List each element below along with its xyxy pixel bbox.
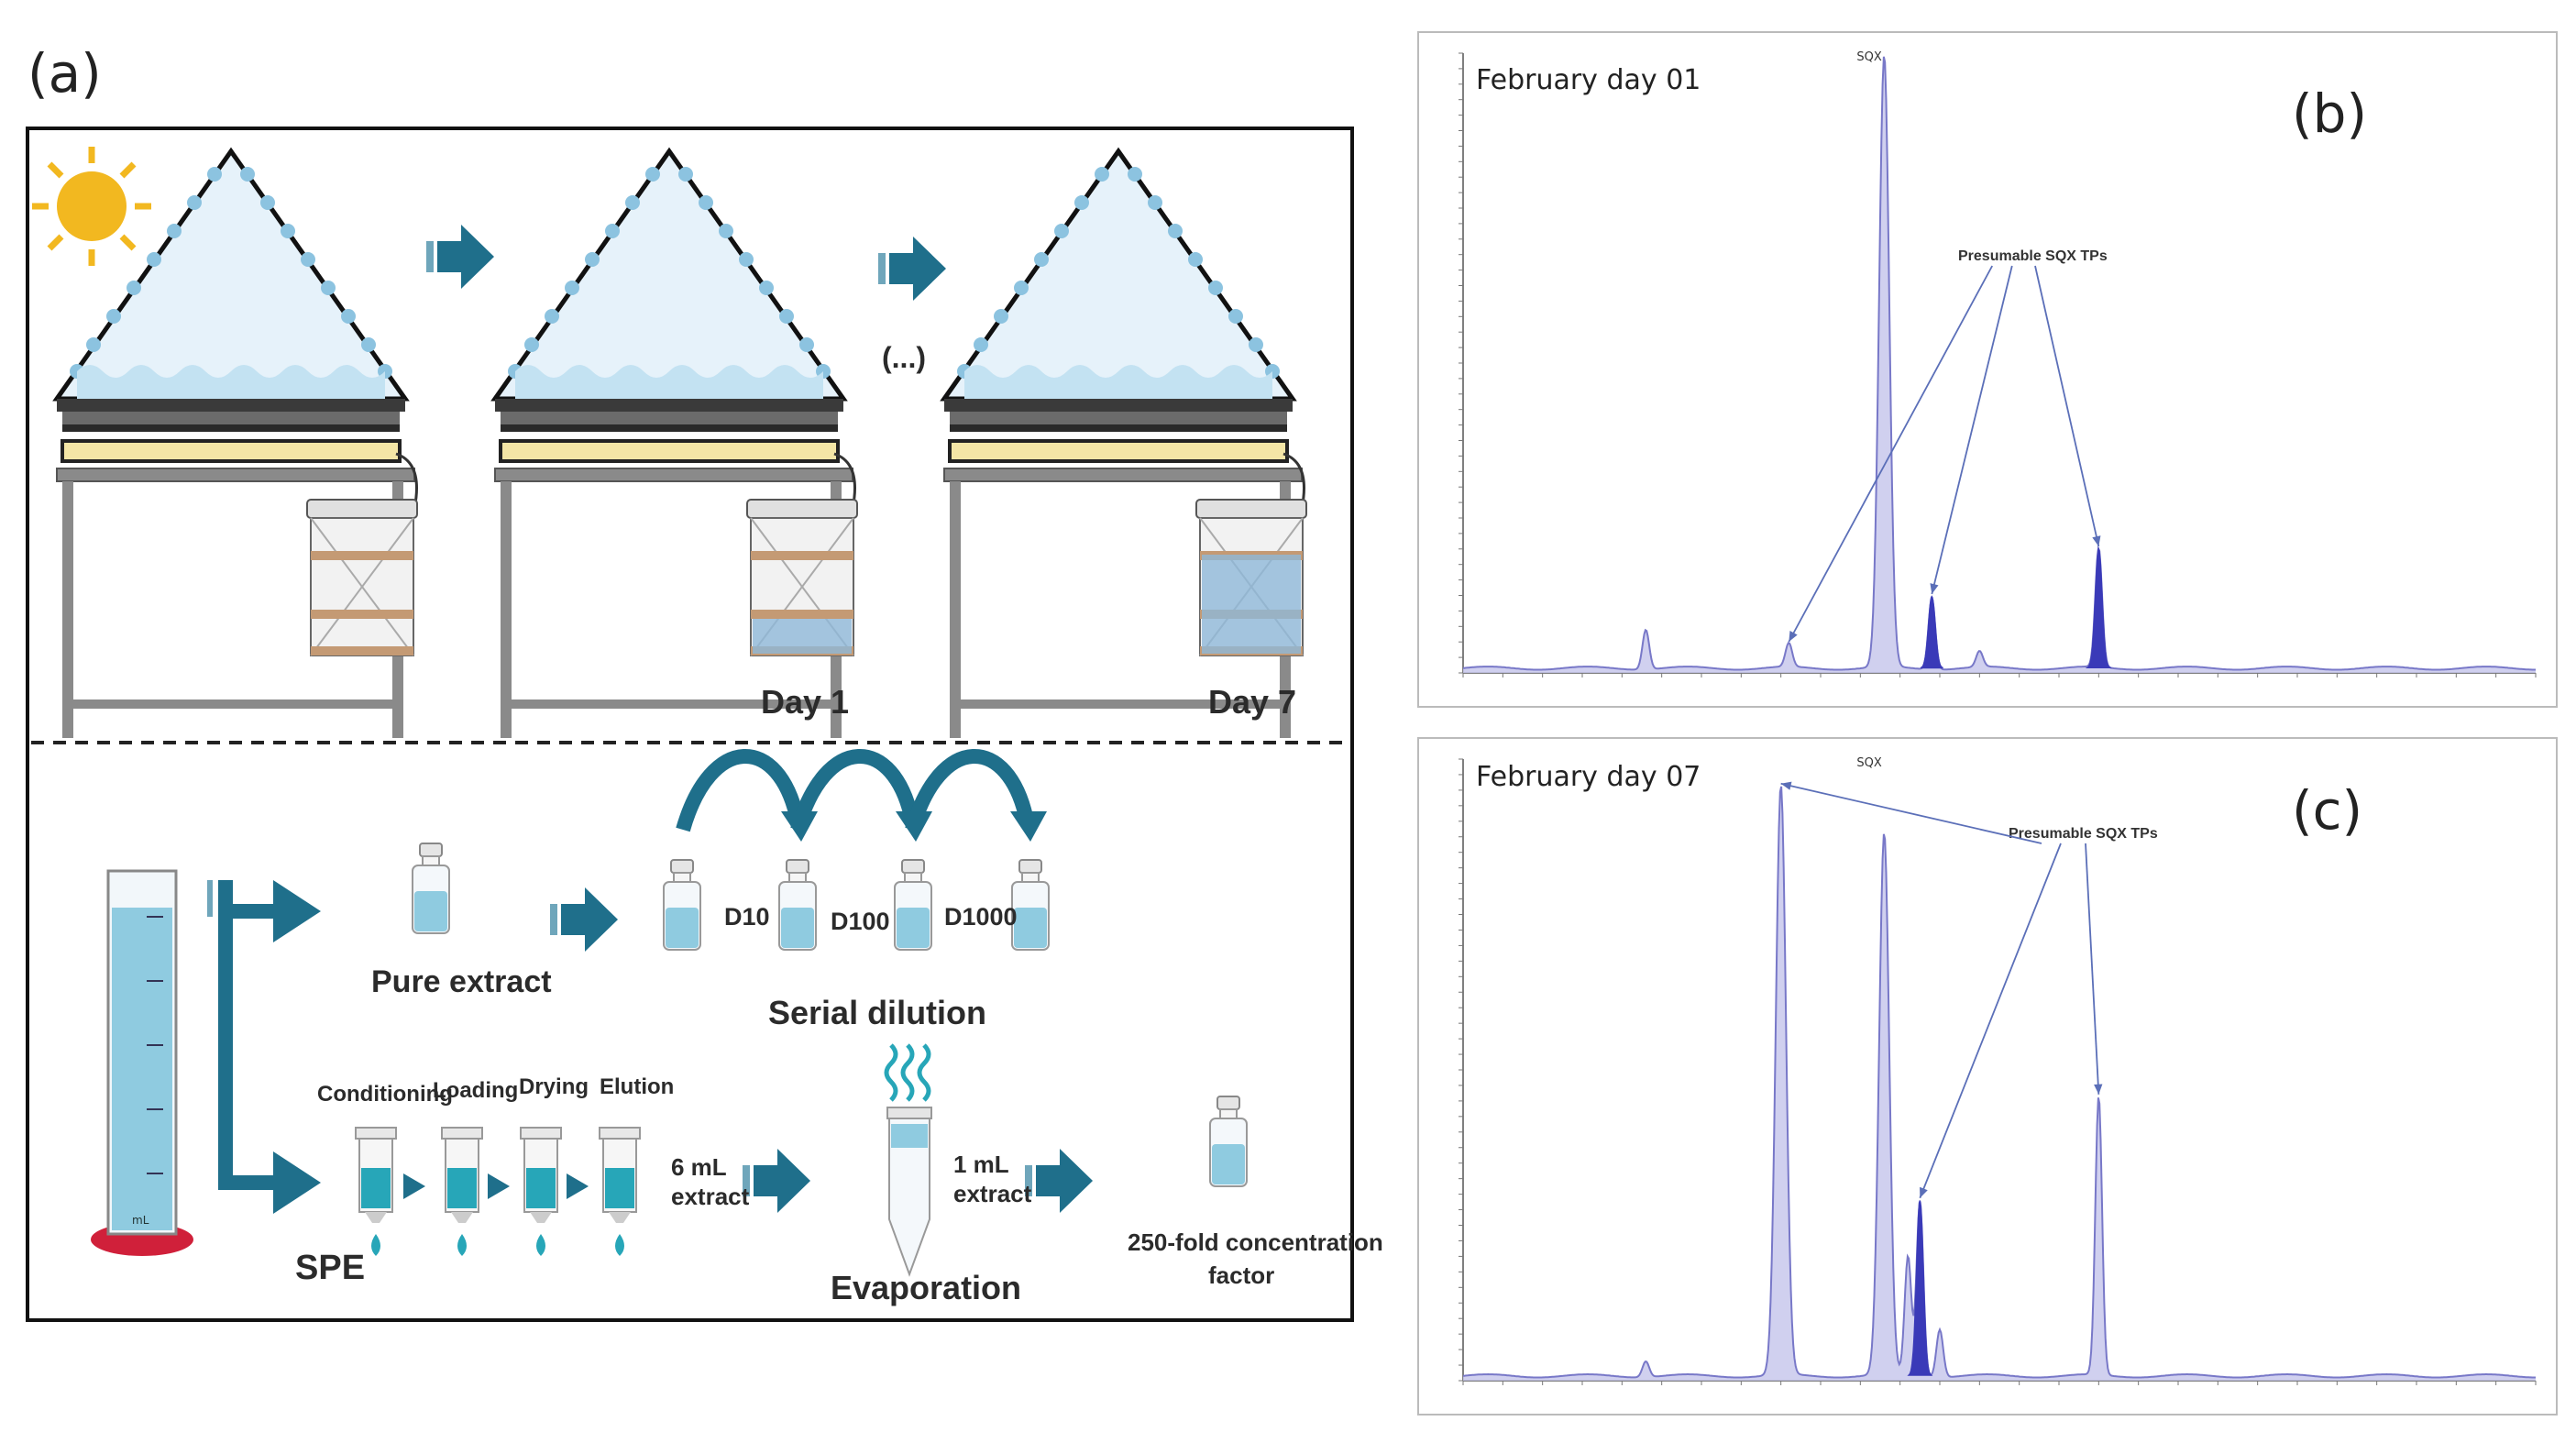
dilution-label-d1000: D1000	[944, 903, 1018, 931]
chromatogram-line	[1462, 786, 2536, 1379]
arrow-to-dilution	[550, 887, 618, 952]
arrow-step-1	[426, 225, 494, 289]
spe-cartridge-loading	[441, 1127, 483, 1257]
arrow-step-2	[878, 237, 946, 301]
spe-step-conditioning: Conditioning	[317, 1082, 453, 1107]
canister-day7	[1195, 499, 1307, 656]
dilution-label-d100: D100	[831, 908, 890, 935]
chromatogram-area	[1463, 56, 2536, 674]
annotation-arrowhead	[1789, 631, 1798, 642]
annotation-arrow	[1931, 265, 2013, 595]
chart-c: SQX Presumable SQX TPs	[1459, 756, 2537, 1385]
extract-1ml-line2: extract	[953, 1180, 1032, 1207]
pure-extract-vial	[412, 843, 450, 934]
canister-day1	[746, 499, 858, 656]
arrow-to-evaporation	[743, 1149, 810, 1213]
pure-extract-label: Pure extract	[371, 964, 552, 999]
arrow-to-final	[1025, 1149, 1093, 1213]
dilution-vial-2	[778, 859, 817, 951]
spe-arrow-3	[567, 1173, 589, 1199]
annotation-arrow	[2034, 265, 2100, 547]
dilution-vial-4	[1011, 859, 1050, 951]
serial-dilution-label: Serial dilution	[768, 994, 987, 1031]
extract-6ml-line2: extract	[671, 1183, 750, 1210]
peak-label: SQX	[1856, 756, 1881, 770]
canister-day0	[306, 499, 418, 656]
dilution-vial-1	[663, 859, 701, 951]
spe-label: SPE	[295, 1249, 366, 1287]
sun-icon	[32, 147, 151, 266]
cylinder-unit: mL	[132, 1214, 149, 1227]
chart-b-title: February day 01	[1476, 64, 1701, 96]
spe-arrow-1	[403, 1173, 425, 1199]
ellipsis-label: (...)	[882, 341, 926, 374]
peak-label: SQX	[1856, 50, 1881, 64]
spe-step-elution: Elution	[600, 1074, 675, 1099]
panel-label-a: (a)	[28, 42, 102, 105]
day7-label: Day 7	[1208, 683, 1297, 721]
schema-diagram	[26, 127, 1354, 1322]
highlighted-peak	[1907, 1200, 1933, 1376]
chart-c-title: February day 07	[1476, 761, 1701, 793]
chart-b: SQX Presumable SQX TPs	[1459, 50, 2537, 677]
chart-c-frame	[1417, 737, 2558, 1415]
spe-cartridge-drying	[520, 1127, 562, 1257]
annotation-arrow	[1780, 782, 2042, 844]
highlighted-peak	[2085, 546, 2112, 668]
spe-cartridge-elution	[599, 1127, 641, 1257]
annotation-arrow	[1919, 843, 2062, 1199]
extract-6ml-line1: 6 mL	[671, 1153, 727, 1181]
annotation-arrowhead	[1920, 1186, 1928, 1198]
panel-label-b: (b)	[2292, 83, 2368, 145]
chromatogram-area	[1463, 786, 2536, 1381]
final-vial	[1209, 1096, 1248, 1187]
dilution-vial-3	[894, 859, 932, 951]
annotation-label: Presumable SQX TPs	[1958, 248, 2108, 264]
annotation-label: Presumable SQX TPs	[2009, 826, 2158, 842]
dilution-arrows	[676, 749, 1034, 832]
spe-arrow-2	[488, 1173, 510, 1199]
chromatogram-line	[1462, 56, 2536, 671]
spe-step-loading: Loading	[433, 1078, 519, 1103]
concentration-line2: factor	[1208, 1261, 1275, 1289]
evaporation-tube	[884, 1043, 932, 1277]
extract-1ml-line1: 1 mL	[953, 1151, 1009, 1178]
panel-label-c: (c)	[2292, 779, 2363, 842]
day1-label: Day 1	[761, 683, 850, 721]
evaporation-label: Evaporation	[831, 1269, 1022, 1306]
branch-arrow	[207, 880, 321, 1214]
highlighted-peak	[1920, 595, 1943, 669]
spe-cartridge-conditioning	[355, 1127, 397, 1257]
spe-step-drying: Drying	[519, 1074, 589, 1099]
graduated-cylinder	[91, 869, 193, 1256]
annotation-arrowhead	[1930, 583, 1939, 594]
setup-box	[26, 127, 1354, 1322]
annotation-arrow	[1788, 265, 1993, 643]
dilution-label-d10: D10	[724, 903, 770, 931]
concentration-line1: 250-fold concentration	[1128, 1228, 1383, 1256]
annotation-arrowhead	[2094, 1084, 2103, 1095]
annotation-arrowhead	[2092, 535, 2101, 546]
annotation-arrowhead	[1780, 781, 1792, 790]
annotation-arrow	[2085, 843, 2100, 1095]
